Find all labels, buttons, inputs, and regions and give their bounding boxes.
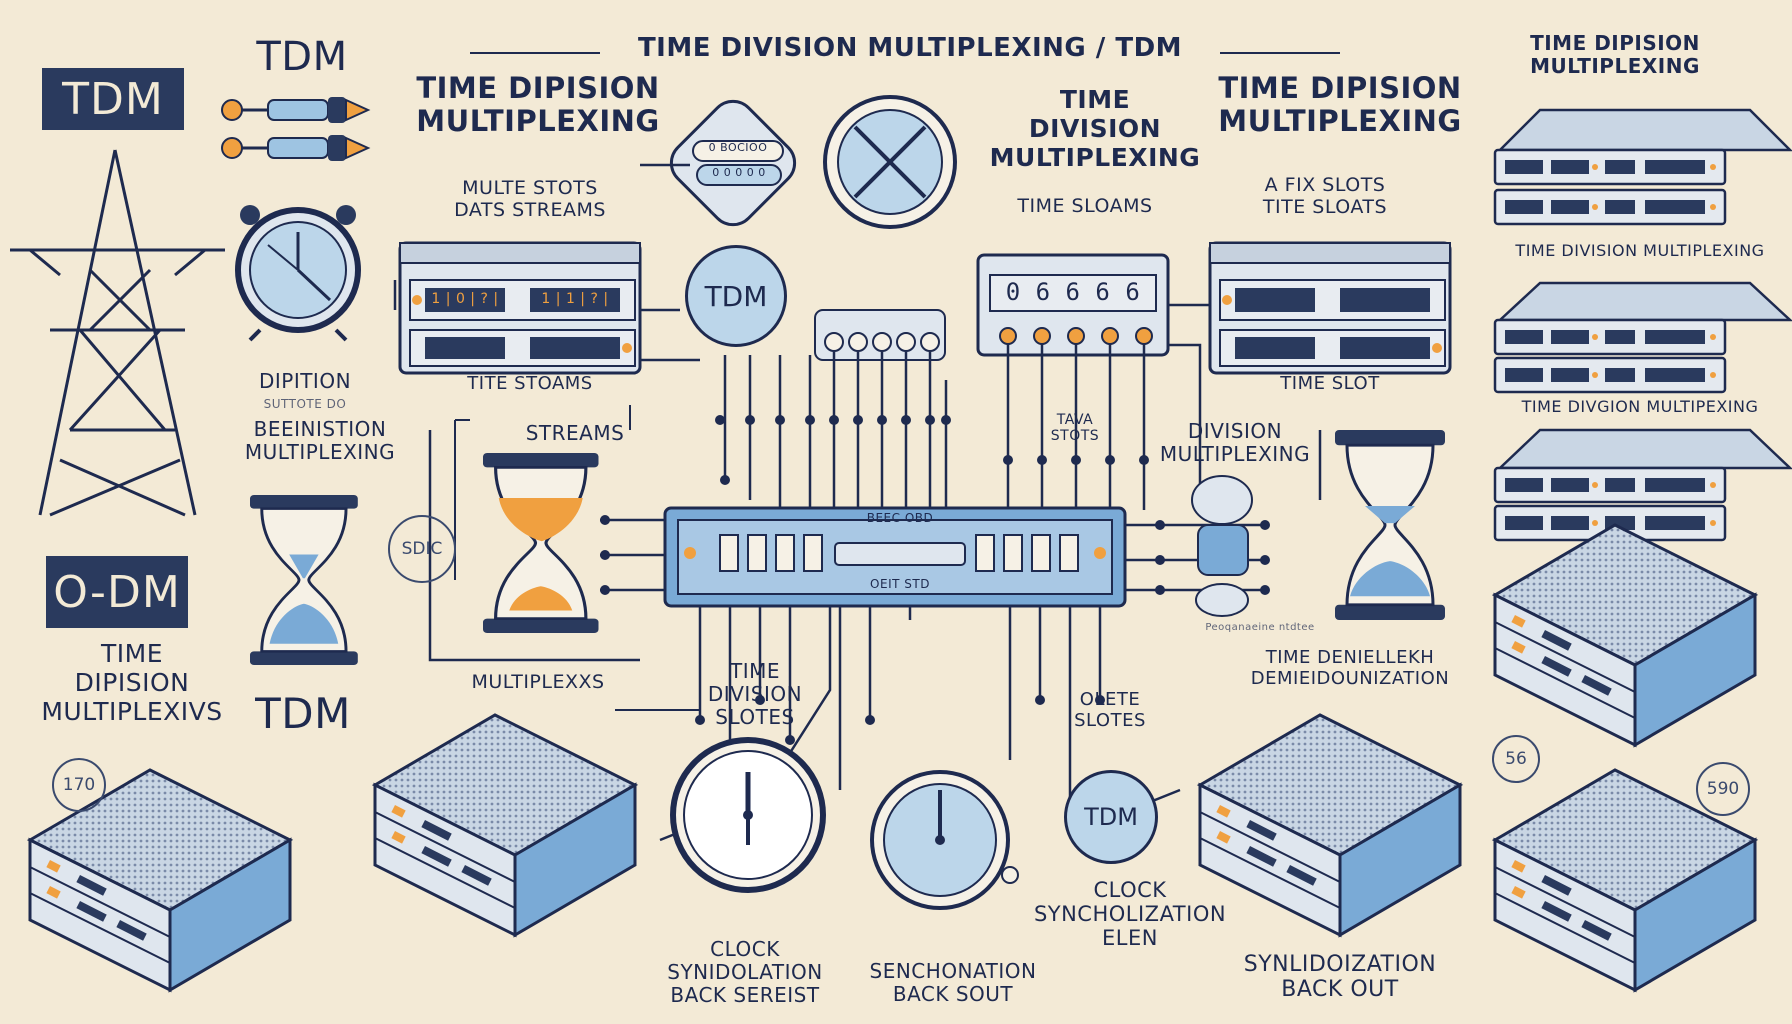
dipition-label: DIPITION bbox=[258, 369, 352, 393]
tite-stoams-label: TITE STOAMS bbox=[467, 373, 593, 394]
tdm-circle-bottom: TDM bbox=[1064, 770, 1158, 864]
tdm-label-top: TDM bbox=[256, 34, 348, 80]
sync-backout-label: SYNLIDOIZATION BACK OUT bbox=[1243, 952, 1437, 1003]
right-caption-1: TIME DIVISION MULTIPLEXING bbox=[1515, 241, 1765, 260]
pill-label-2: 0 0 0 0 0 bbox=[712, 166, 766, 179]
rack-stack-3 bbox=[1493, 428, 1792, 542]
server-3d-center-right bbox=[1198, 713, 1462, 937]
server-3d-center-left bbox=[373, 713, 637, 937]
server-3d-right-mid bbox=[1493, 523, 1757, 747]
small-caption: Peoqanaeine ntdtee bbox=[1205, 622, 1315, 633]
mux-label-bottom: OEIT STD bbox=[870, 577, 930, 591]
olete-slotes-label: OLETE SLOTES bbox=[1074, 689, 1146, 731]
right-title: TIME DIPISION MULTIPLEXING bbox=[1530, 31, 1700, 78]
hourglass-left-icon bbox=[248, 493, 360, 667]
multiplexer-label: MULTIPLEXXS bbox=[471, 671, 605, 693]
tdm-label-bottom: TDM bbox=[255, 689, 351, 738]
digit-display-readout: 0 6 6 6 6 bbox=[1005, 278, 1141, 306]
cable-icon-2 bbox=[221, 135, 371, 161]
number-590-circle: 590 bbox=[1696, 762, 1750, 816]
time-demux-label: TIME DENIELLEKH DEMIEIDOUNIZATION bbox=[1250, 647, 1450, 689]
pill-diamond-icon bbox=[669, 99, 797, 227]
time-sloams-label: TIME SLOAMS bbox=[1017, 195, 1153, 217]
center-left-title: TIME DIPISION MULTIPLEXING bbox=[416, 71, 660, 139]
rack-stack-2 bbox=[1493, 281, 1792, 394]
mux-label-top: BEEC OBD bbox=[866, 511, 934, 525]
clock-sync-label-left: CLOCK SYNIDOLATION BACK SEREIST bbox=[667, 937, 823, 1007]
right-caption-2: TIME DIVGION MULTIPEXING bbox=[1521, 397, 1759, 416]
odm-badge-bottom: O-DM bbox=[46, 556, 188, 628]
cable-icon-1 bbox=[221, 97, 371, 123]
beeinistion-label: BEEINISTION MULTIPLEXING bbox=[244, 417, 396, 464]
pill-label-1: 0 BOCIOO bbox=[708, 141, 768, 154]
division-multiplexing-label: DIVISION MULTIPLEXING bbox=[1159, 419, 1311, 466]
crossed-clock-icon bbox=[823, 95, 957, 229]
robot-device-icon bbox=[1191, 475, 1253, 617]
dipition-sublabel: SUTTOTE DO bbox=[263, 397, 347, 411]
digit-display-device bbox=[976, 253, 1170, 357]
connector-row bbox=[814, 309, 946, 361]
time-division-slotes-label: TIME DIVISION SLOTES bbox=[707, 659, 803, 729]
rack-display-left-2: 1 | 1 | ? | bbox=[541, 291, 609, 307]
senchonation-label: SENCHONATION BACK SOUT bbox=[869, 959, 1037, 1006]
tdm-badge-top: TDM bbox=[42, 68, 184, 130]
fix-slots-label: A FIX SLOTS TITE SLOATS bbox=[1262, 174, 1388, 218]
center-title: TIME DIVISION MULTIPLEXING bbox=[989, 85, 1201, 172]
sdic-circle: SDIC bbox=[388, 515, 456, 583]
multe-slots-label: MULTE STOTS DATS STREAMS bbox=[454, 177, 606, 221]
central-multiplexer bbox=[663, 506, 1127, 608]
transmission-tower-icon bbox=[10, 149, 225, 517]
rack-stack-1 bbox=[1493, 108, 1792, 226]
tdm-rack-device-right bbox=[1208, 241, 1452, 375]
alarm-clock-icon bbox=[235, 205, 361, 342]
center-right-title: TIME DIPISION MULTIPLEXING bbox=[1218, 71, 1462, 139]
hourglass-right-icon bbox=[1333, 428, 1447, 622]
main-title: TIME DIVISION MULTIPLEXING / TDM bbox=[637, 33, 1183, 63]
stopwatch-icon bbox=[870, 770, 1019, 910]
signal-arrows bbox=[600, 415, 1270, 765]
number-56-circle: 56 bbox=[1492, 735, 1540, 783]
tava-stots-label: TAVA STOTS bbox=[1050, 412, 1100, 445]
corner-number-170: 170 bbox=[52, 758, 106, 812]
tdm-rack-device-left bbox=[398, 241, 642, 375]
wall-clock-icon bbox=[670, 737, 826, 893]
time-slot-label: TIME SLOT bbox=[1280, 373, 1380, 394]
tdm-circle-left: TDM bbox=[685, 245, 787, 347]
streams-label: STREAMS bbox=[525, 421, 625, 445]
time-dipision-left: TIME DIPISION MULTIPLEXIVS bbox=[41, 639, 223, 726]
hourglass-orange-icon bbox=[481, 451, 601, 635]
rack-display-left-1: 1 | 0 | ? | bbox=[431, 291, 499, 307]
clock-synchronization-label: CLOCK SYNCHOLIZATION ELEN bbox=[1033, 878, 1227, 951]
